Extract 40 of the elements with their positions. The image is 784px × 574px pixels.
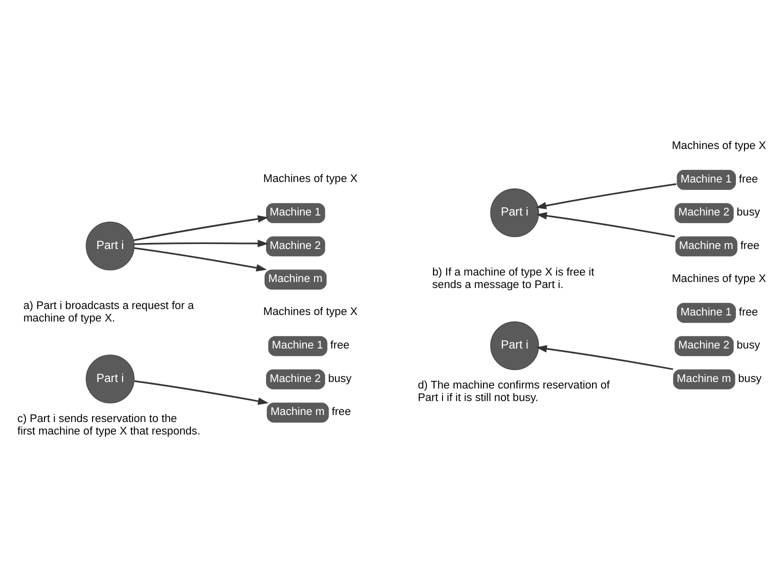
node-label: free — [332, 406, 351, 418]
arrow — [134, 215, 268, 242]
node-box: Machine 1 — [676, 170, 736, 190]
node-circle: Part i — [86, 222, 135, 270]
arrow — [536, 345, 674, 370]
node-box: Machine 1 — [676, 302, 736, 323]
node-circle: Part i — [86, 354, 135, 404]
label: Machines of type X — [263, 173, 358, 186]
node-label: free — [740, 240, 760, 252]
node-label: busy — [738, 372, 762, 385]
node-box: Machine m — [673, 369, 736, 390]
node-box: Machine m — [264, 270, 327, 290]
arrow — [134, 247, 267, 272]
label: Machines of type X — [263, 306, 358, 318]
node-label: busy — [328, 372, 352, 385]
node-circle: Part i — [490, 321, 540, 370]
label: Machines of type X — [672, 272, 766, 285]
node-label: free — [738, 173, 758, 186]
node-circle: Part i — [490, 188, 540, 238]
node-box: Machine m — [675, 236, 738, 256]
arrow — [134, 240, 268, 248]
node-box: Machine 1 — [266, 203, 326, 224]
label: a) Part i broadcasts a request for a machine of type X. — [23, 300, 194, 324]
label: d) The machine confirms reservation of Part i if it is still not busy. — [418, 380, 610, 404]
arrow — [536, 212, 675, 238]
node-box: Machine 2 — [266, 369, 326, 390]
node-box: Machine 2 — [674, 203, 734, 224]
node-label: free — [330, 340, 350, 352]
arrow — [134, 380, 269, 405]
node-box: Machine 2 — [266, 236, 326, 256]
node-label: free — [738, 306, 758, 318]
label: Machines of type X — [672, 140, 766, 152]
node-box: Machine m — [266, 402, 329, 423]
label: c) Part i sends reservation to the first machine of type X that responds. — [17, 412, 200, 438]
node-label: busy — [736, 340, 760, 352]
node-label: busy — [736, 206, 760, 219]
node-box: Machine 1 — [268, 336, 328, 356]
node-box: Machine 2 — [674, 336, 734, 356]
arrow — [536, 183, 676, 210]
label: b) If a machine of type X is free it sends a message to Part i. — [432, 266, 594, 292]
